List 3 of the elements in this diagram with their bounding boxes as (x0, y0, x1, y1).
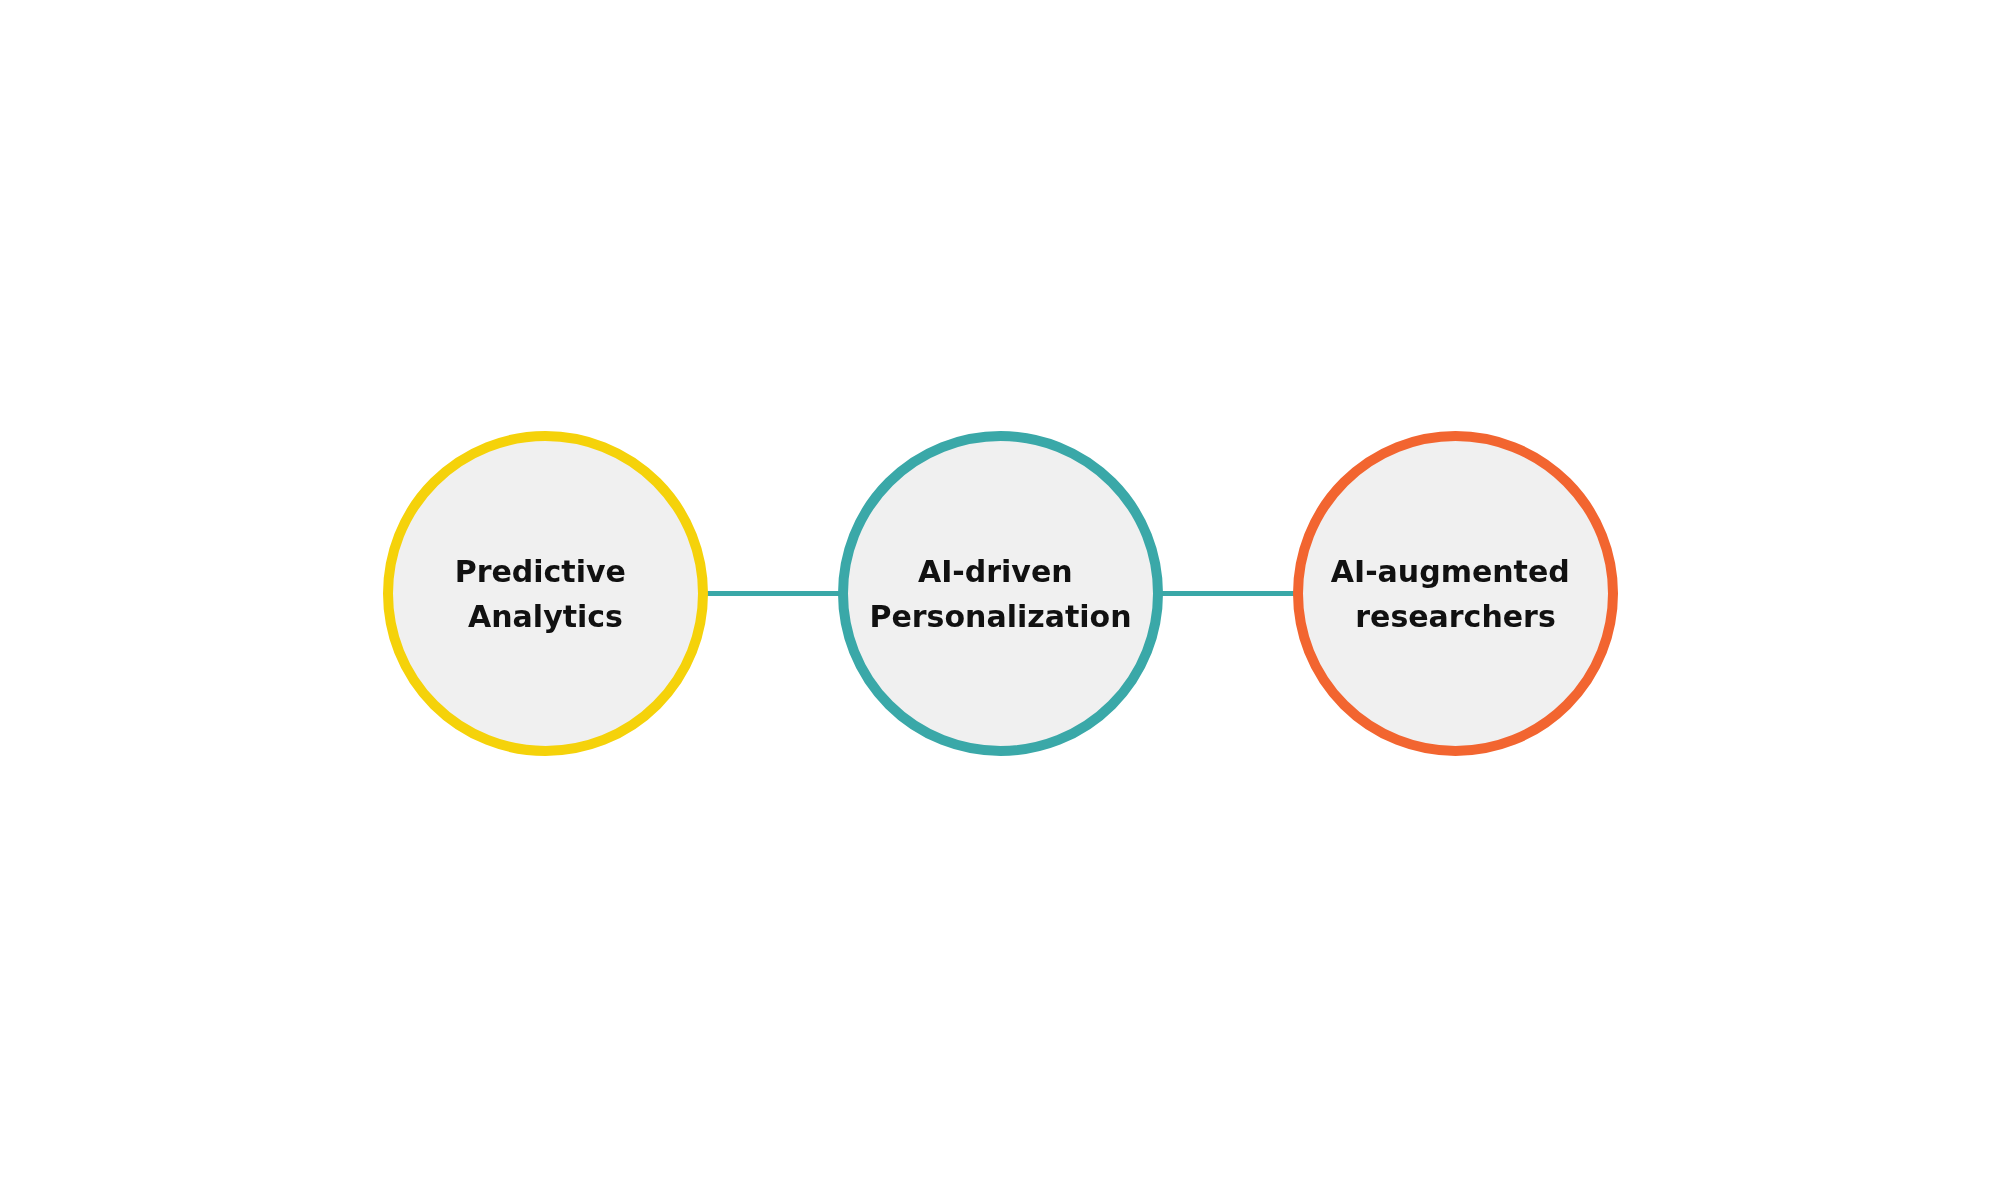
node-circle: AI-augmented researchers (1292, 431, 1618, 756)
node-circle: AI-driven Personalization (837, 431, 1163, 756)
node-circle: Predictive Analytics (382, 431, 708, 756)
